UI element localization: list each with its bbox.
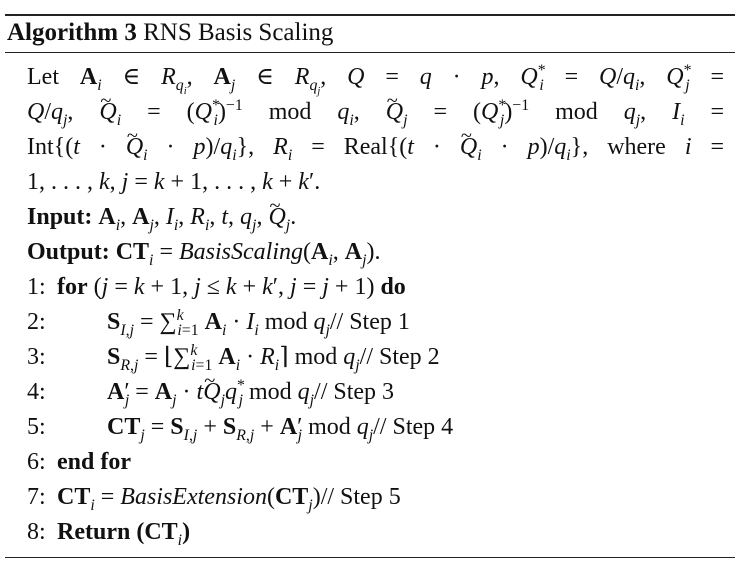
input-line: Input: Ai, Aj, Ii, Ri, t, qj, Qj. (27, 189, 724, 235)
preamble-line-2: Q/qj, Qi = (Q*i)−1 mod qi, Qj = (Q*j)−1 … (27, 84, 724, 130)
bottom-rule (5, 557, 735, 558)
step-line-5: 5: CTj = SI,j + SR,j + A′j mod qj// Step… (27, 414, 454, 444)
step-line-1: 1: for (j = k + 1, j ≤ k + k′, j = j + 1… (27, 274, 406, 300)
preamble: Let Ai ∈ Rqi, Aj ∈ Rqj, Q = q · p, Q*i =… (27, 60, 724, 200)
top-rule (5, 14, 735, 16)
preamble-line-3: Int{(t · Qi · p)/qi}, Ri = Real{(t · Qi … (27, 119, 724, 165)
output-line: Output: CTi = BasisScaling(Ai, Aj). (27, 239, 381, 269)
algorithm-label: Algorithm 3 (7, 19, 137, 46)
algorithm-steps: 1: for (j = k + 1, j ≤ k + k′, j = j + 1… (27, 270, 724, 550)
step-line-3: 3: SR,j = ⌊∑ki=1 Ai · Ri⌉ mod qj// Step … (27, 342, 440, 374)
step-line-6: 6: end for (27, 449, 131, 475)
preamble-line-1: Let Ai ∈ Rqi, Aj ∈ Rqj, Q = q · p, Q*i =… (27, 62, 725, 97)
algorithm-caption: Algorithm 3 RNS Basis Scaling (7, 17, 333, 49)
algorithm-title: RNS Basis Scaling (143, 19, 334, 46)
step-line-4: 4: A′j = Aj · tQjq*j mod qj// Step 3 (27, 364, 724, 410)
algorithm-body: Let Ai ∈ Rqi, Aj ∈ Rqj, Q = q · p, Q*i =… (27, 60, 724, 550)
step-line-2: 2: SI,j = ∑ki=1 Ai · Ii mod qj// Step 1 (27, 307, 410, 339)
step-line-8: 8: Return (CTi) (27, 519, 191, 549)
step-line-7: 7: CTi = BasisExtension(CTj)// Step 5 (27, 484, 401, 514)
preamble-line-4: 1, . . . , k, j = k + 1, . . . , k + k′. (27, 169, 321, 195)
caption-rule (5, 52, 735, 53)
